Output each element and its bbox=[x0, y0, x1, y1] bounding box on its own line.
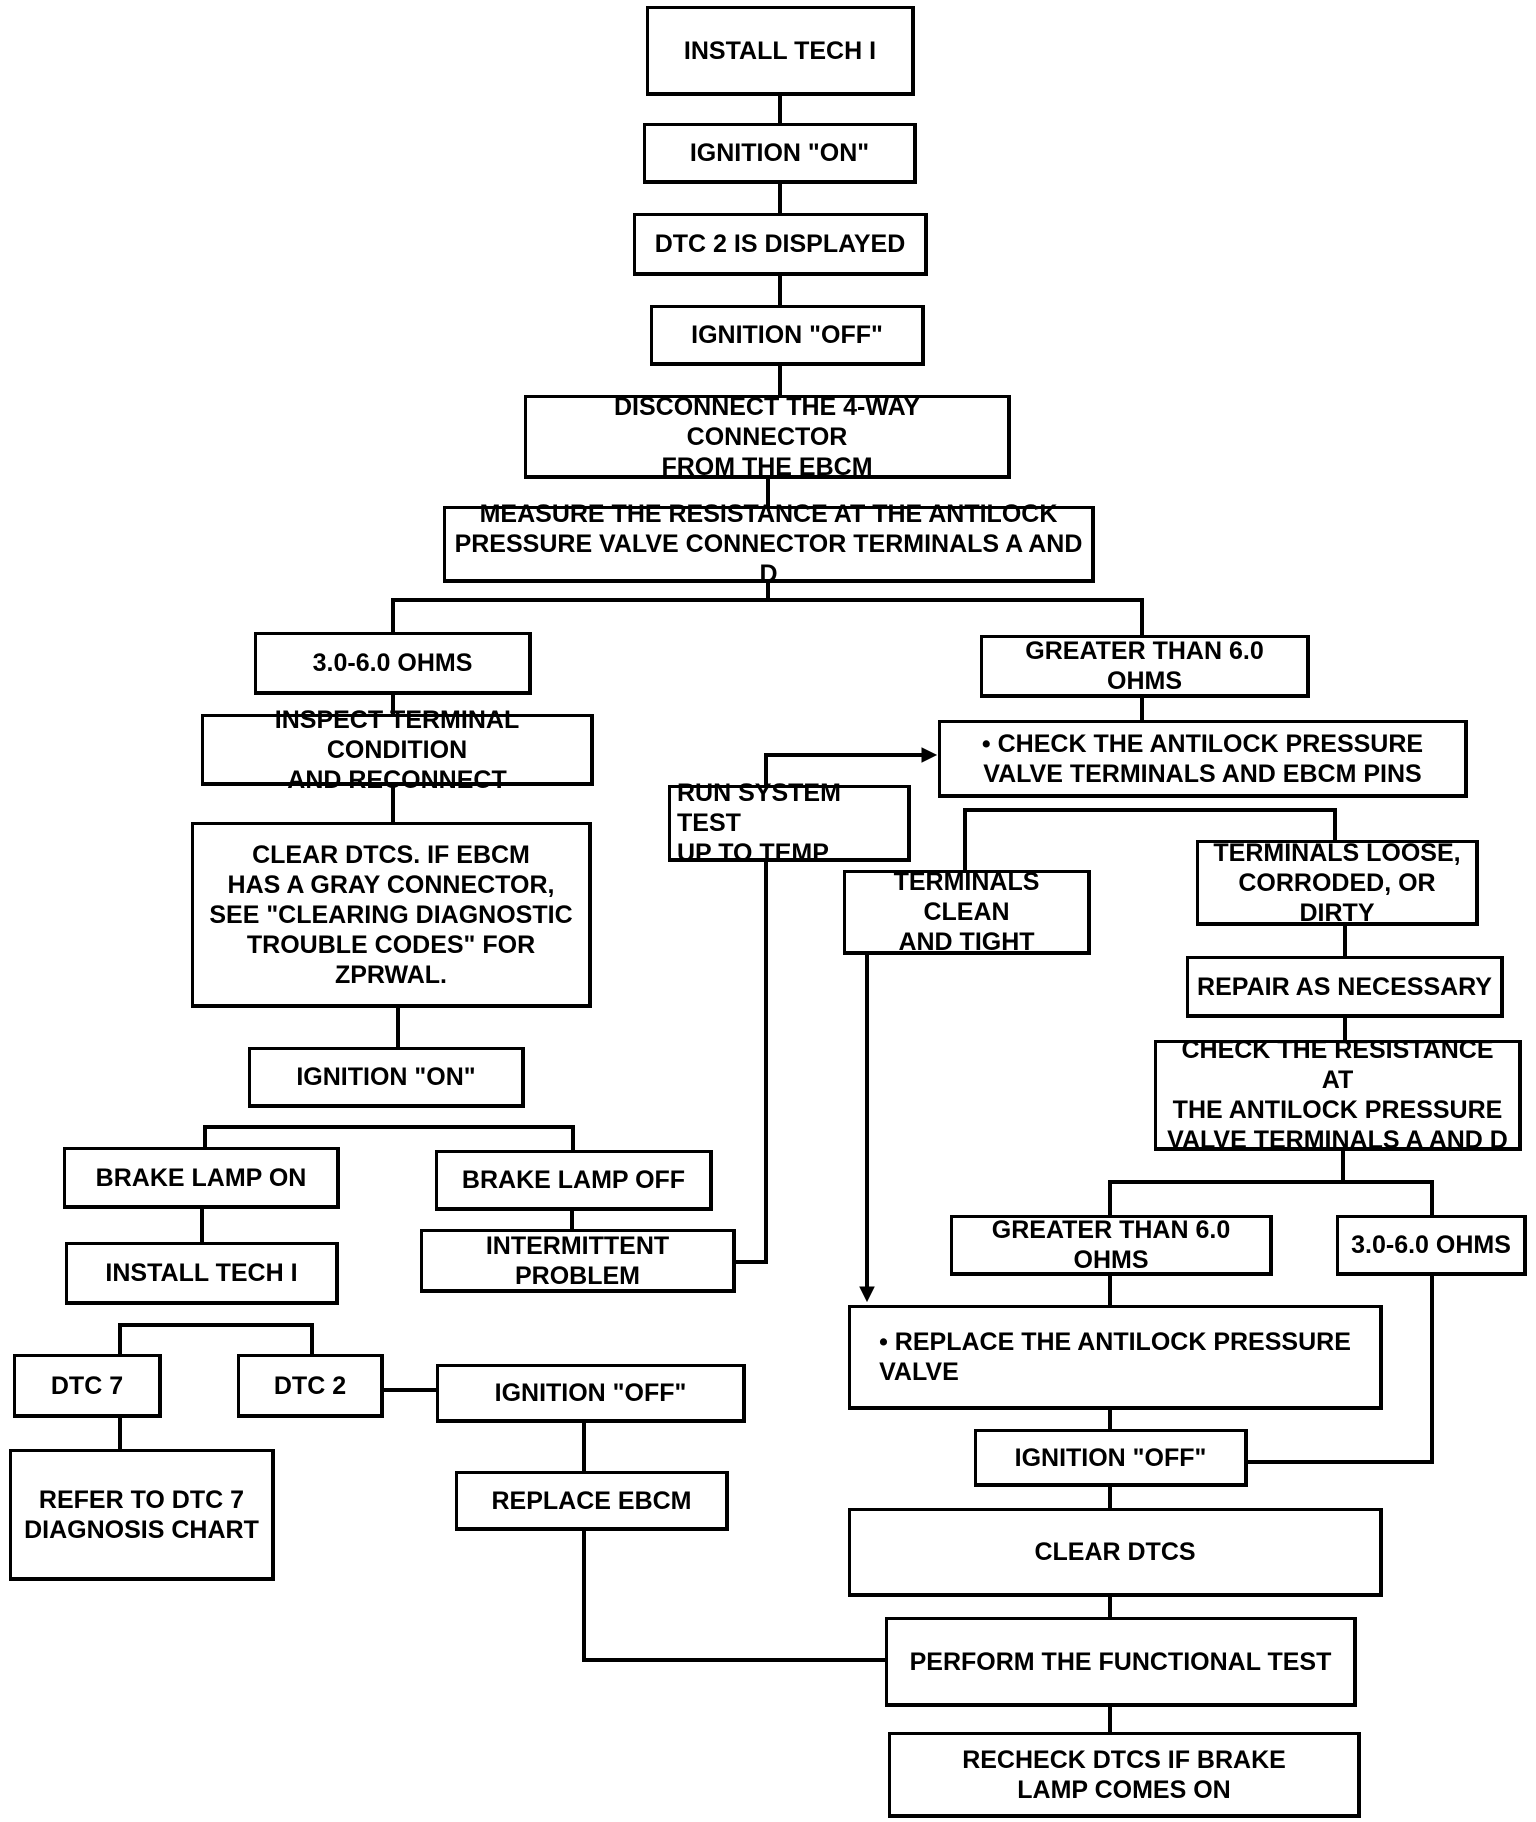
connector-line bbox=[582, 1531, 885, 1662]
install-tech-box: INSTALL TECH I bbox=[65, 1242, 339, 1305]
disconnect-connector-box: DISCONNECT THE 4-WAY CONNECTOR FROM THE … bbox=[524, 392, 1011, 481]
node-label: DISCONNECT THE 4-WAY CONNECTOR FROM THE … bbox=[613, 392, 921, 481]
connector-line bbox=[736, 753, 930, 1264]
ignition-off-box: IGNITION "OFF" bbox=[650, 305, 925, 366]
connector-line bbox=[1248, 1276, 1434, 1464]
node-label: • REPLACE THE ANTILOCK PRESSURE VALVE bbox=[879, 1328, 1351, 1386]
repair-box: REPAIR AS NECESSARY bbox=[1186, 956, 1504, 1018]
node-label: IGNITION "ON" bbox=[689, 139, 870, 167]
run-system-test-box: RUN SYSTEM TEST UP TO TEMP bbox=[668, 779, 911, 867]
node-label: PERFORM THE FUNCTIONAL TEST bbox=[909, 1647, 1332, 1676]
replace-valve-box: • REPLACE THE ANTILOCK PRESSURE VALVE bbox=[848, 1305, 1383, 1410]
measure-resistance-box: MEASURE THE RESISTANCE AT THE ANTILOCK P… bbox=[443, 500, 1095, 588]
inspect-terminal-box: INSPECT TERMINAL CONDITION AND RECONNECT bbox=[201, 706, 594, 794]
node-label: RUN SYSTEM TEST UP TO TEMP bbox=[677, 779, 841, 867]
dtc7-box: DTC 7 bbox=[13, 1354, 162, 1418]
ignition-off-box: IGNITION "OFF" bbox=[974, 1429, 1248, 1487]
arrowhead bbox=[921, 747, 938, 763]
node-label: CLEAR DTCS. IF EBCM HAS A GRAY CONNECTOR… bbox=[209, 840, 573, 989]
node-label: INTERMITTENT PROBLEM bbox=[485, 1231, 670, 1290]
dtc2-displayed-box: DTC 2 IS DISPLAYED bbox=[633, 213, 928, 276]
node-label: GREATER THAN 6.0 OHMS bbox=[1025, 637, 1264, 695]
node-label: 3.0-6.0 OHMS bbox=[312, 649, 473, 677]
node-label: IGNITION "OFF" bbox=[1014, 1443, 1207, 1472]
node-label: DTC 7 bbox=[50, 1371, 124, 1400]
node-label: IGNITION "OFF" bbox=[691, 321, 883, 349]
node-label: BRAKE LAMP OFF bbox=[461, 1166, 686, 1194]
check-resistance-box: CHECK THE RESISTANCE AT THE ANTILOCK PRE… bbox=[1154, 1036, 1522, 1154]
connector-line bbox=[203, 1125, 575, 1150]
node-label: CLEAR DTCS bbox=[1034, 1538, 1196, 1566]
install-tech-box: INSTALL TECH I bbox=[646, 6, 915, 96]
node-label: INSTALL TECH I bbox=[105, 1259, 298, 1287]
ignition-off-box: IGNITION "OFF" bbox=[436, 1364, 746, 1423]
greater-than-6-box: GREATER THAN 6.0 OHMS bbox=[980, 635, 1310, 698]
brake-lamp-off-box: BRAKE LAMP OFF bbox=[435, 1150, 713, 1211]
node-label: REFER TO DTC 7 DIAGNOSIS CHART bbox=[24, 1485, 259, 1544]
node-label: INSTALL TECH I bbox=[683, 36, 877, 65]
node-label: RECHECK DTCS IF BRAKE LAMP COMES ON bbox=[962, 1745, 1286, 1804]
refer-dtc7-box: REFER TO DTC 7 DIAGNOSIS CHART bbox=[9, 1449, 275, 1581]
connector-line bbox=[1108, 1180, 1434, 1215]
node-label: 3.0-6.0 OHMS bbox=[1351, 1231, 1511, 1259]
ohms-3-6-box: 3.0-6.0 OHMS bbox=[254, 632, 532, 695]
terminals-loose-box: TERMINALS LOOSE, CORRODED, OR DIRTY bbox=[1196, 838, 1479, 927]
node-label: REPAIR AS NECESSARY bbox=[1197, 972, 1492, 1001]
node-label: MEASURE THE RESISTANCE AT THE ANTILOCK P… bbox=[454, 500, 1083, 588]
ohms-3-6-box: 3.0-6.0 OHMS bbox=[1336, 1215, 1527, 1276]
greater-than-6-box: GREATER THAN 6.0 OHMS bbox=[950, 1215, 1273, 1276]
terminals-clean-box: TERMINALS CLEAN AND TIGHT bbox=[843, 868, 1091, 956]
arrowhead bbox=[859, 1286, 875, 1303]
clear-dtcs-box: CLEAR DTCS bbox=[848, 1508, 1383, 1597]
functional-test-box: PERFORM THE FUNCTIONAL TEST bbox=[885, 1617, 1357, 1707]
node-label: TERMINALS CLEAN AND TIGHT bbox=[893, 868, 1040, 956]
node-label: CHECK THE RESISTANCE AT THE ANTILOCK PRE… bbox=[1167, 1036, 1508, 1154]
node-label: DTC 2 IS DISPLAYED bbox=[654, 230, 906, 258]
connector-line bbox=[391, 598, 1144, 635]
node-label: IGNITION "ON" bbox=[296, 1063, 476, 1091]
node-label: INSPECT TERMINAL CONDITION AND RECONNECT bbox=[274, 705, 520, 794]
node-label: REPLACE EBCM bbox=[491, 1486, 692, 1515]
dtc2-box: DTC 2 bbox=[237, 1354, 384, 1418]
brake-lamp-on-box: BRAKE LAMP ON bbox=[63, 1147, 340, 1209]
node-label: IGNITION "OFF" bbox=[494, 1379, 687, 1407]
node-label: TERMINALS LOOSE, CORRODED, OR DIRTY bbox=[1213, 838, 1461, 927]
node-label: BRAKE LAMP ON bbox=[95, 1163, 307, 1192]
connector-line bbox=[118, 1323, 314, 1354]
ignition-on-box: IGNITION "ON" bbox=[248, 1047, 525, 1108]
check-terminals-box: • CHECK THE ANTILOCK PRESSURE VALVE TERM… bbox=[938, 720, 1468, 798]
connector-line bbox=[963, 808, 1337, 870]
intermittent-problem-box: INTERMITTENT PROBLEM bbox=[420, 1229, 736, 1293]
node-label: DTC 2 bbox=[273, 1371, 347, 1400]
node-label: • CHECK THE ANTILOCK PRESSURE VALVE TERM… bbox=[981, 729, 1424, 788]
clear-dtcs-gray-box: CLEAR DTCS. IF EBCM HAS A GRAY CONNECTOR… bbox=[191, 822, 592, 1008]
ignition-on-box: IGNITION "ON" bbox=[643, 123, 917, 184]
node-label: GREATER THAN 6.0 OHMS bbox=[991, 1216, 1231, 1274]
recheck-dtcs-box: RECHECK DTCS IF BRAKE LAMP COMES ON bbox=[888, 1732, 1361, 1818]
replace-ebcm-box: REPLACE EBCM bbox=[455, 1471, 729, 1531]
